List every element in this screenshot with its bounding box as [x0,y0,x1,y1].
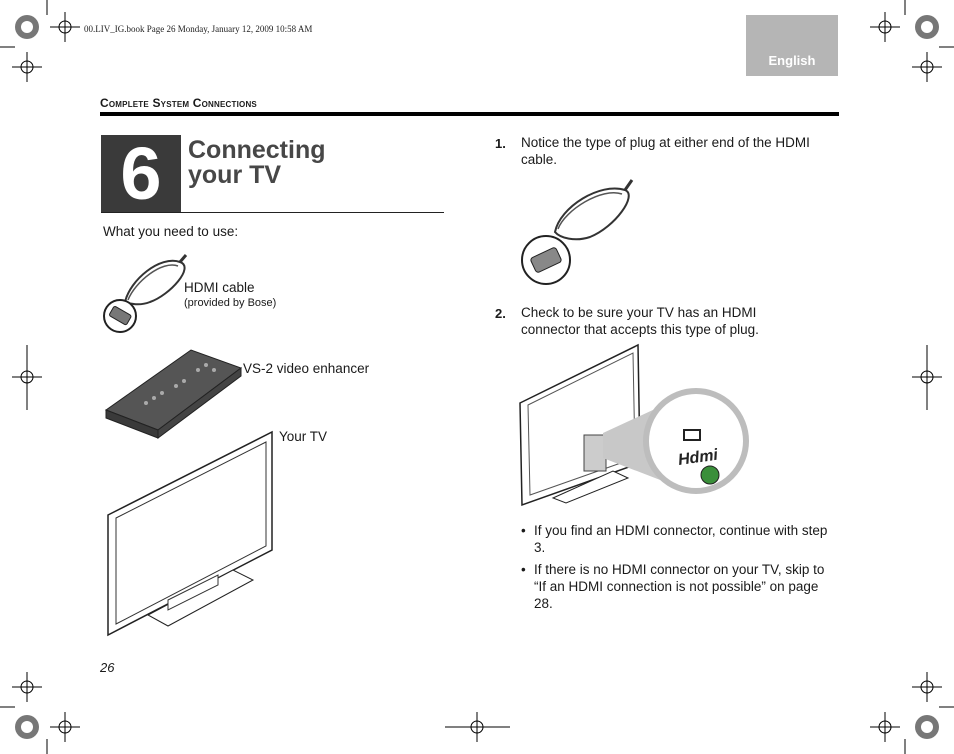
bullet-2: • If there is no HDMI connector on your … [521,561,839,612]
language-label: English [768,53,816,68]
registration-mark-bottom-left [15,715,39,739]
vs2-enhancer-illustration [104,349,243,439]
page-number: 26 [100,660,115,675]
registration-mark-top-left [15,15,39,39]
hdmi-cable-note: (provided by Bose) [184,297,277,309]
step-1-text: Notice the type of plug at either end of… [521,135,810,167]
print-slug: 00.LIV_IG.book Page 26 Monday, January 1… [84,24,313,34]
language-tab: English [746,15,838,76]
bullet-2-text: If there is no HDMI connector on your TV… [534,562,825,611]
tv-back-illustration: Hdmi [519,343,749,507]
bullet-dot: • [521,523,526,538]
hdmi-cable-illustration [103,254,188,333]
bullet-dot: • [521,562,526,577]
need-intro: What you need to use: [103,224,239,239]
step-1-number: 1. [495,136,506,151]
chapter-title: Connecting your TV [188,138,408,188]
section-title: Complete System Connections [100,96,257,110]
bullet-1: • If you find an HDMI connector, continu… [521,522,839,556]
chapter-title-line1: Connecting [188,136,326,164]
bullet-1-text: If you find an HDMI connector, continue … [534,523,828,555]
registration-mark-top-right [915,15,939,39]
step-2-text: Check to be sure your TV has an HDMI con… [521,305,759,337]
vs2-label: VS-2 video enhancer [243,361,370,376]
hdmi-logo: Hdmi [677,447,720,469]
header-rule [100,112,839,116]
step-2-number: 2. [495,306,506,321]
hdmi-plug-illustration [521,179,634,285]
registration-mark-bottom-right [915,715,939,739]
tv-label: Your TV [279,429,328,444]
chapter-rule [101,212,444,213]
hdmi-cable-label: HDMI cable [184,280,255,295]
chapter-title-line2: your TV [188,161,282,189]
tv-illustration [107,430,273,637]
step-number-box: 6 [101,135,181,212]
